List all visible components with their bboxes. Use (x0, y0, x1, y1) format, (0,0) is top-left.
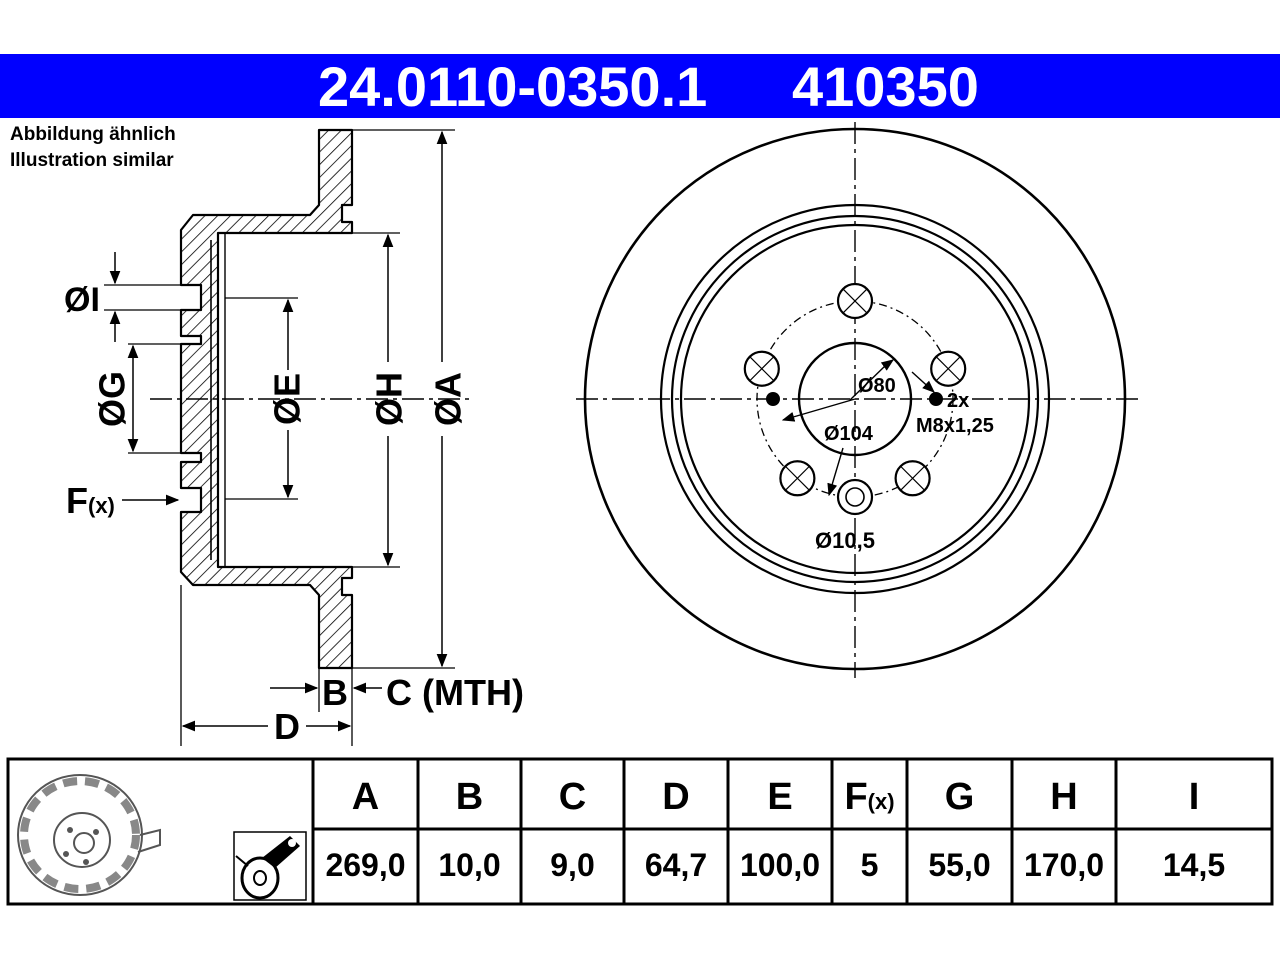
drawing-area: ØI ØG ØE ØH ØA F(x (64, 122, 1138, 747)
label-center-bore: Ø80 (858, 375, 896, 397)
table-header-i: I (1189, 776, 1200, 818)
leader-pitch (781, 398, 856, 422)
table-header-d: D (662, 776, 689, 818)
label-thread-count: 2x (947, 390, 969, 412)
dim-label-e: ØE (267, 373, 308, 425)
threaded-hole-right (929, 392, 943, 406)
bolt-hole-inner (845, 487, 865, 507)
table-header-e: E (767, 776, 792, 818)
bolt-holes (743, 282, 967, 516)
bolt-hole-cross (749, 356, 775, 382)
outer-edge-circle (583, 127, 1127, 671)
article-number: 410350 (792, 55, 979, 118)
bolt-hole-cross (900, 465, 925, 491)
table-columns: A 269,0 B 10,0 C 9,0 D 64,7 E 100,0 F(x) 5 G 55,0 H 170… (325, 759, 1225, 904)
table-header-g: G (945, 776, 975, 818)
leader-bolt-hole (827, 447, 844, 497)
dim-label-h: ØH (369, 372, 410, 426)
table-value-h: 170,0 (1024, 847, 1104, 883)
table-value-c: 9,0 (550, 847, 594, 883)
bolt-hole-cross (842, 288, 868, 314)
label-pitch-circle: Ø104 (824, 423, 874, 445)
banner-background (0, 54, 1280, 118)
label-thread-spec: M8x1,25 (916, 415, 994, 437)
dim-label-f: F(x) (66, 480, 115, 521)
table-value-d: 64,7 (645, 847, 707, 883)
hat-inner-circle (679, 223, 1031, 575)
dim-label-d: D (274, 706, 300, 747)
table-value-e: 100,0 (740, 847, 820, 883)
table-frame (6, 757, 1274, 906)
table-header-f-suffix: (x) (868, 789, 895, 814)
table-header-b: B (456, 776, 483, 818)
title-banner: 24.0110-0350.1 410350 (0, 54, 1280, 118)
table-value-g: 55,0 (928, 847, 990, 883)
table-value-a: 269,0 (325, 847, 405, 883)
mounting-pictogram-icon (233, 831, 307, 901)
hat-outer-circle (670, 214, 1040, 584)
bolt-hole-cross (785, 465, 810, 491)
leader-thread (911, 371, 935, 393)
threaded-hole-left (766, 392, 780, 406)
note-english: Illustration similar (10, 150, 174, 171)
table-header-c: C (559, 776, 586, 818)
dim-label-i: ØI (64, 281, 100, 319)
leader-bore (849, 364, 887, 401)
dim-label-b: B (322, 672, 348, 713)
table-value-b: 10,0 (438, 847, 500, 883)
label-bolt-hole: Ø10,5 (815, 528, 875, 553)
part-number: 24.0110-0350.1 (318, 55, 708, 118)
pitch-circle (756, 300, 954, 498)
dim-label-a: ØA (428, 372, 469, 426)
bolt-hole-cross (935, 356, 961, 382)
front-view: Ø80 2x M8x1,25 Ø104 Ø10,5 (576, 122, 1138, 678)
center-bore-circle (797, 341, 913, 457)
table-header-h: H (1050, 776, 1077, 818)
table-header-f: F(x) (844, 776, 894, 818)
table-header-a: A (352, 776, 379, 818)
dim-label-g: ØG (92, 371, 133, 427)
side-section-view: ØI ØG ØE ØH ØA F(x (64, 128, 524, 747)
table-value-f: 5 (861, 847, 879, 883)
dim-label-c: C (MTH) (386, 672, 524, 713)
table-value-i: 14,5 (1163, 847, 1225, 883)
bolt-hole (836, 478, 874, 516)
disc-thumbnail-icon (17, 774, 161, 896)
friction-inner-circle (659, 203, 1051, 595)
note-german: Abbildung ähnlich (10, 124, 176, 145)
